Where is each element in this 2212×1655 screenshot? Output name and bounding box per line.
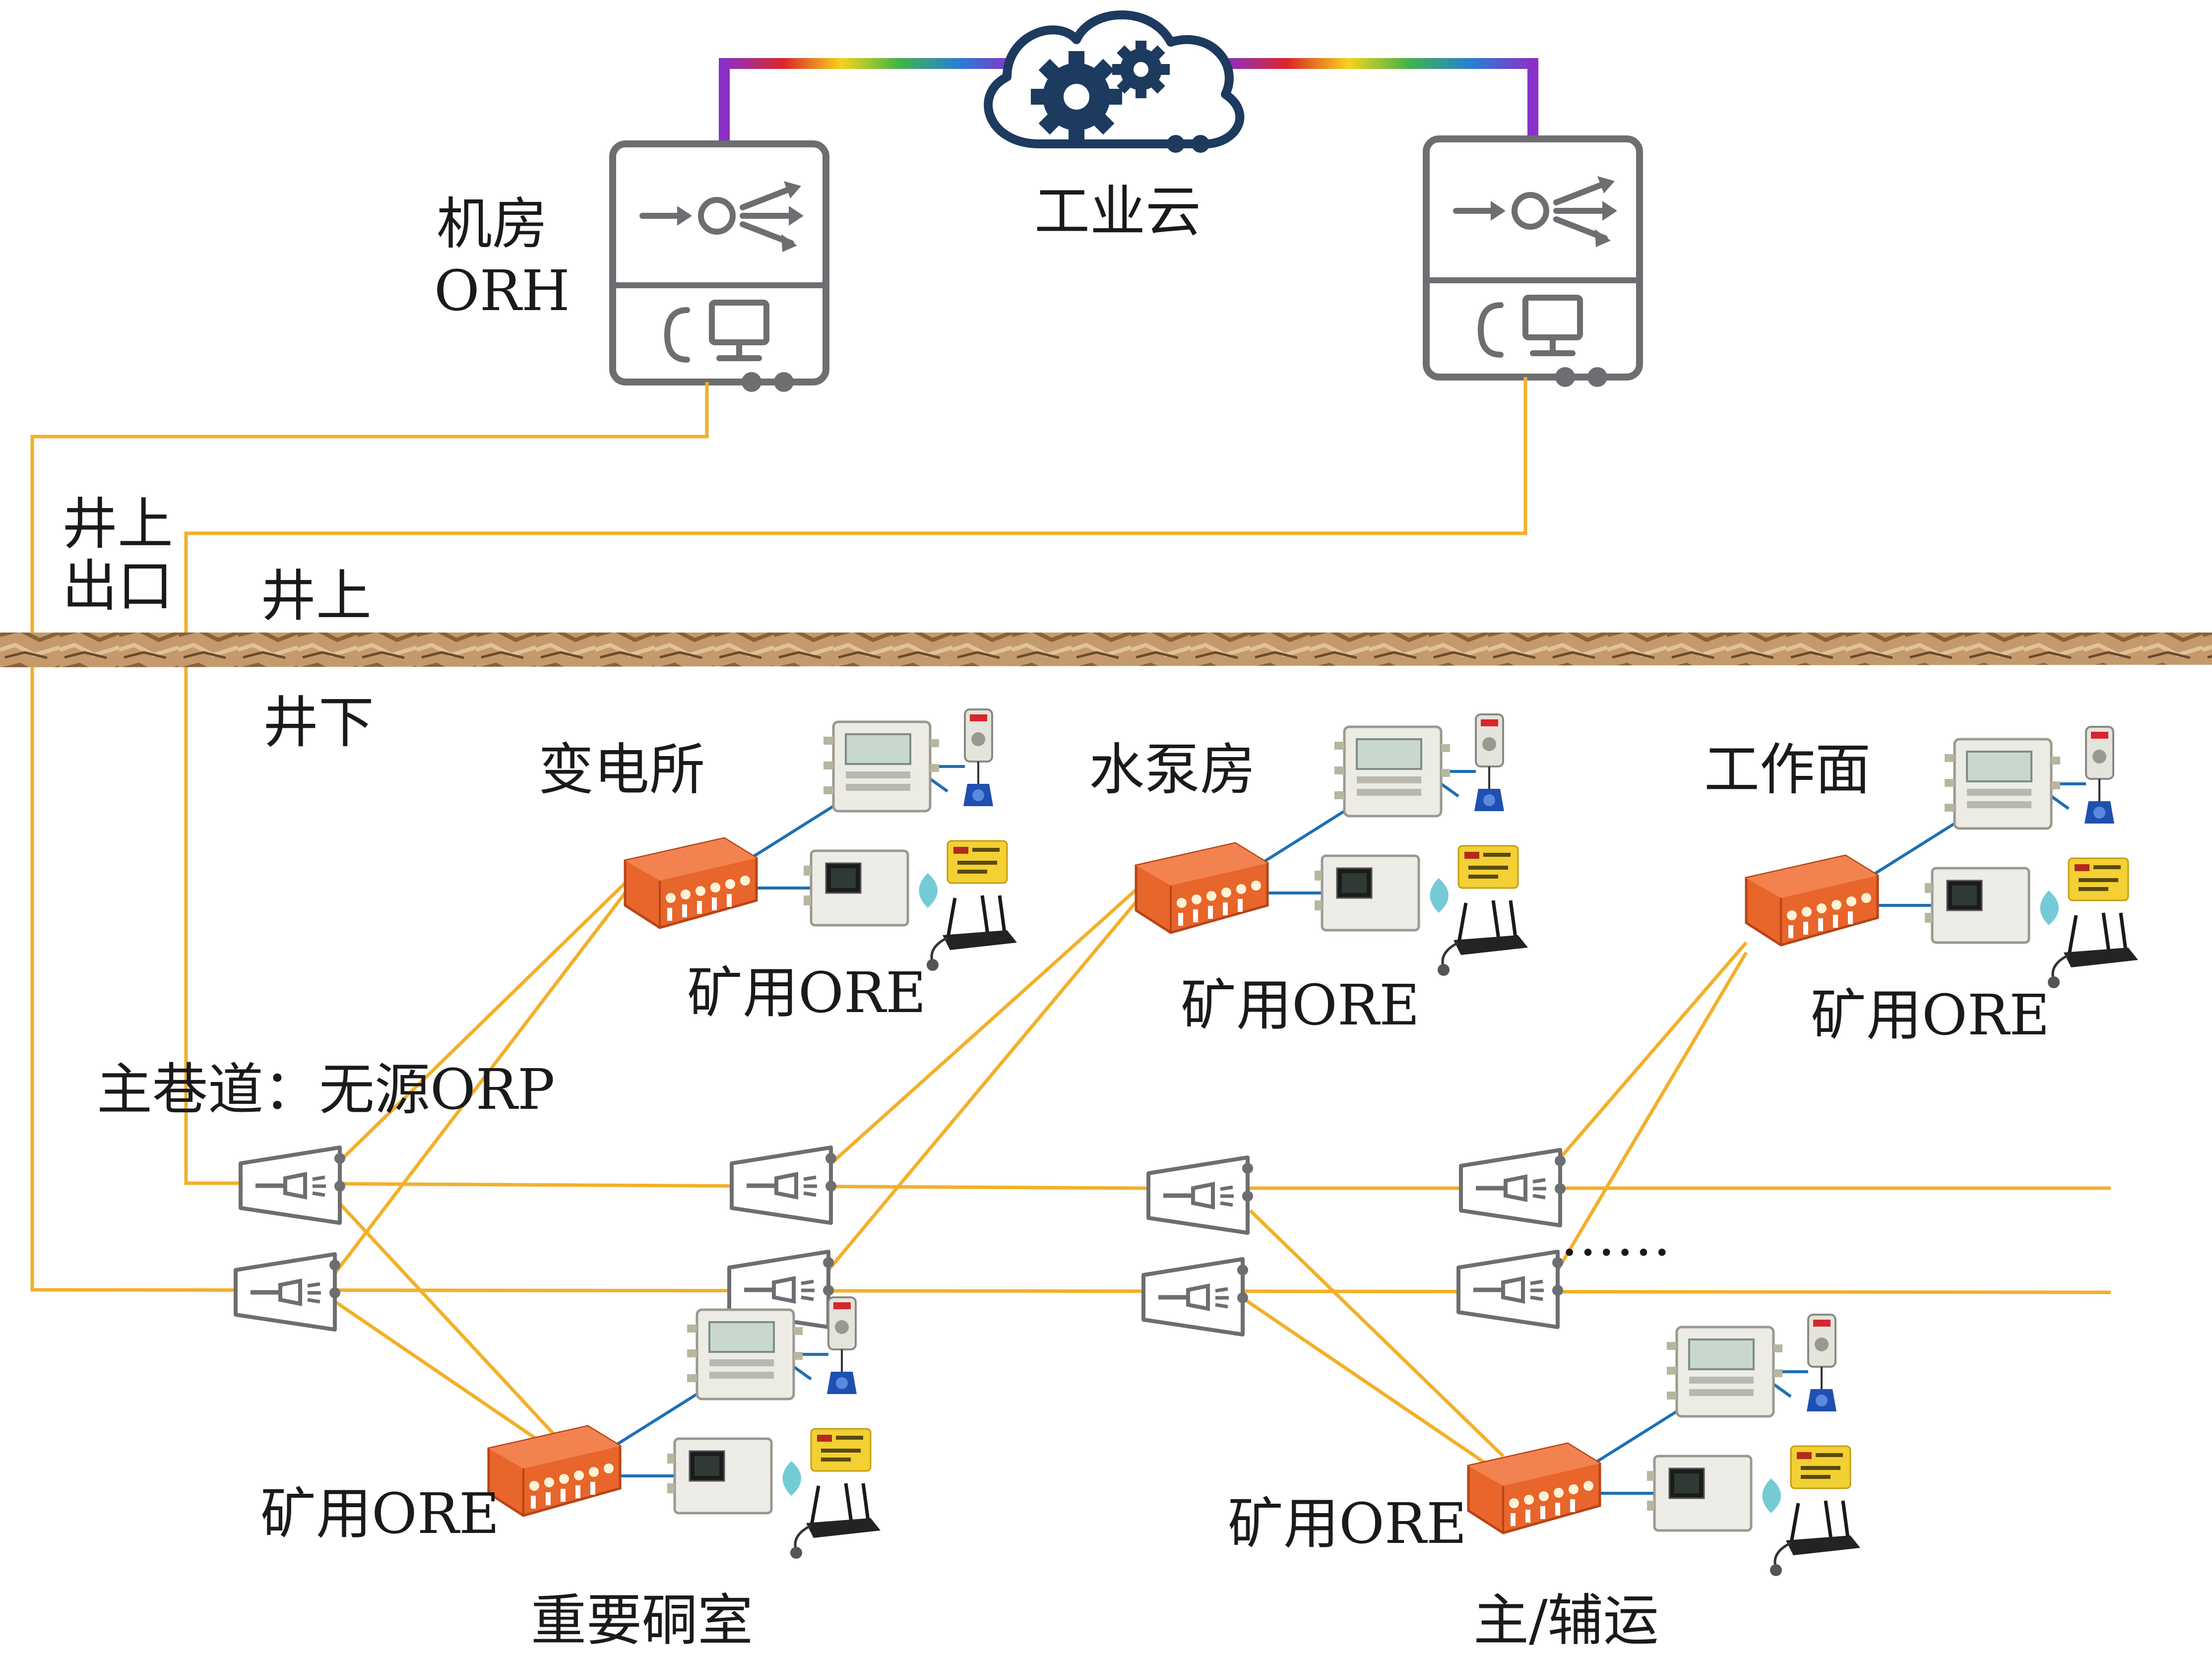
aboveground-label: 井上: [260, 564, 372, 629]
cloud-gears-icon: [984, 10, 1245, 153]
cloud-label: 工业云: [1034, 180, 1201, 244]
ellipsis-label: ……: [1560, 1204, 1671, 1269]
splitter-icon: [241, 1147, 345, 1223]
site-label-substation: 变电所: [538, 738, 705, 802]
ore-label-workface: 矿用ORE: [1811, 983, 2050, 1048]
orh-label-line1: 机房: [437, 192, 548, 256]
orh-label-line2: ORH: [434, 259, 570, 323]
splitter-icon: [1461, 1150, 1566, 1225]
splitter-icon: [732, 1147, 836, 1223]
ore-label-substation: 矿用ORE: [687, 961, 926, 1025]
main-tunnel-label: 主巷道：无源ORP: [97, 1058, 555, 1122]
exit-label-line2: 出口: [62, 554, 173, 619]
site-label-transport: 主/辅运: [1473, 1589, 1659, 1653]
splitter-icon: [1148, 1157, 1253, 1233]
ground-band: [0, 634, 2212, 665]
router-icon: [1426, 139, 1640, 387]
underground-label: 井下: [263, 691, 374, 755]
ore-label-transport: 矿用ORE: [1228, 1492, 1467, 1556]
exit-label-line1: 井上: [62, 492, 173, 557]
splitter-icon: [1458, 1252, 1563, 1327]
ore-cluster-transport: [1468, 1315, 1860, 1576]
site-label-workface: 工作面: [1704, 738, 1871, 802]
splitter-icon: [1143, 1259, 1248, 1335]
ore-label-chamber: 矿用ORE: [260, 1482, 500, 1546]
site-label-chamber: 重要硐室: [531, 1589, 753, 1653]
site-label-pump: 水泵房: [1089, 738, 1256, 802]
ore-label-pump: 矿用ORE: [1181, 973, 1420, 1038]
router-icon: [613, 144, 826, 392]
splitter-icon: [236, 1254, 340, 1330]
